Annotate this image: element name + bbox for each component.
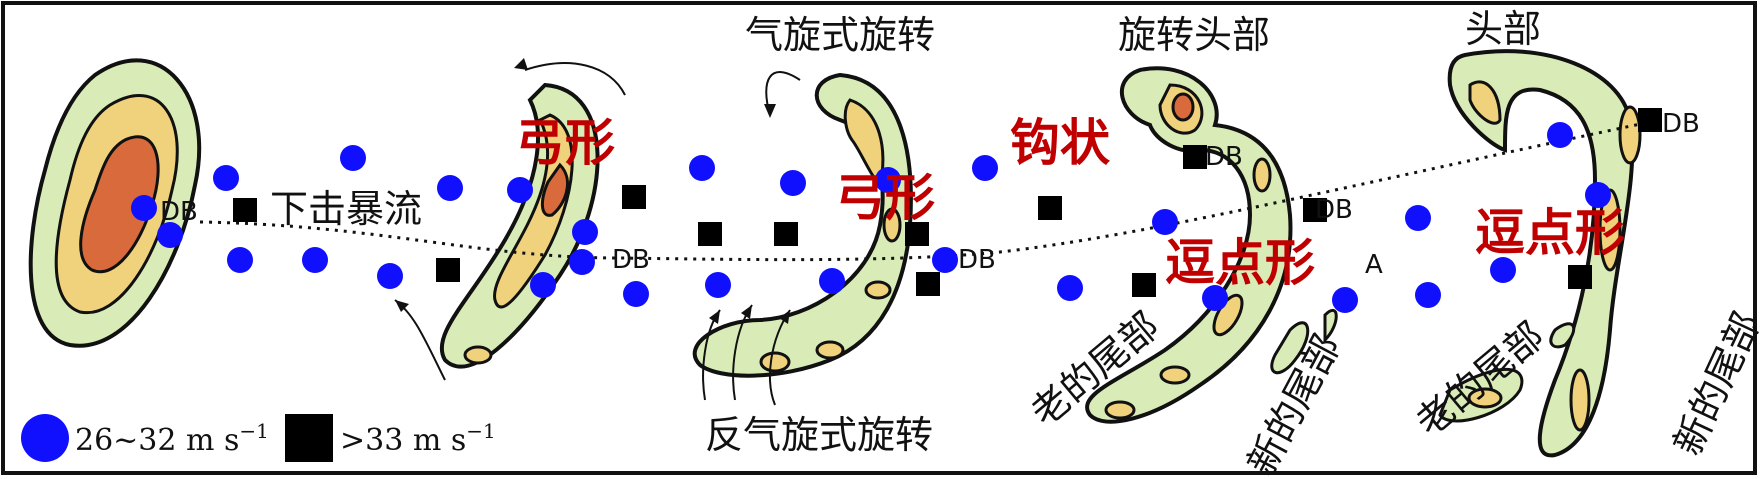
wind-dot <box>437 175 463 201</box>
wind-dot <box>302 247 328 273</box>
wind-dot <box>1547 122 1573 148</box>
wind-dot <box>131 195 157 221</box>
head-label: 头部 <box>1465 7 1541 51</box>
wind-square <box>916 272 940 296</box>
wind-dot <box>157 222 183 248</box>
wind-square <box>1132 273 1156 297</box>
wind-dot <box>932 247 958 273</box>
comma-label-2: 逗点形 <box>1475 204 1625 262</box>
legend-dot-icon <box>21 414 69 462</box>
comma-label-1: 逗点形 <box>1165 234 1315 292</box>
a-label: A <box>1365 250 1383 280</box>
db-label: DB <box>958 245 996 275</box>
rotating-head-label: 旋转头部 <box>1118 13 1270 57</box>
wind-dot <box>1332 287 1358 313</box>
wind-dots <box>131 122 1611 313</box>
wind-square <box>622 185 646 209</box>
wind-dot <box>1405 205 1431 231</box>
db-label: DB <box>612 245 650 275</box>
wind-square <box>1183 145 1207 169</box>
hook-label: 钩状 <box>1010 114 1111 172</box>
wind-dot <box>213 165 239 191</box>
wind-dot <box>1490 257 1516 283</box>
anticyclonic-rotation-label: 反气旋式旋转 <box>705 413 933 457</box>
wind-square <box>698 222 722 246</box>
wind-dot <box>507 177 533 203</box>
wind-dot <box>705 272 731 298</box>
wind-square <box>1038 196 1062 220</box>
wind-dot <box>1415 282 1441 308</box>
wind-dot <box>819 268 845 294</box>
echo-stage-1 <box>28 58 202 348</box>
echo-stage-5 <box>1438 49 1642 458</box>
wind-square <box>1568 265 1592 289</box>
echo-stage-3 <box>692 71 913 406</box>
wind-dot <box>227 247 253 273</box>
db-label: DB <box>160 197 198 227</box>
wind-square <box>774 222 798 246</box>
wind-square <box>905 222 929 246</box>
db-label: DB <box>1662 109 1700 139</box>
wind-dot <box>530 272 556 298</box>
wind-square <box>1638 108 1662 132</box>
cyclonic-rotation-label: 气旋式旋转 <box>745 13 935 57</box>
legend: 26~32 m s−1 >33 m s−1 <box>21 414 496 462</box>
wind-dot <box>875 167 901 193</box>
legend-dot-label: 26~32 m s−1 <box>75 419 269 458</box>
wind-dot <box>623 281 649 307</box>
wind-square <box>1303 198 1327 222</box>
legend-square-icon <box>285 414 333 462</box>
bow-label-1: 弓形 <box>515 114 615 172</box>
db-label: DB <box>1315 195 1353 225</box>
wind-dot <box>569 249 595 275</box>
wind-dot <box>340 145 366 171</box>
wind-square <box>436 258 460 282</box>
wind-dot <box>972 155 998 181</box>
downburst-label: 下击暴流 <box>270 187 422 231</box>
wind-square <box>233 198 257 222</box>
legend-square-label: >33 m s−1 <box>340 419 496 458</box>
wind-dot <box>1585 182 1611 208</box>
wind-dot <box>689 155 715 181</box>
wind-dot <box>780 170 806 196</box>
wind-dot <box>377 263 403 289</box>
wind-dot <box>1057 275 1083 301</box>
wind-dot <box>572 219 598 245</box>
wind-squares <box>233 108 1662 297</box>
wind-dot <box>1152 209 1178 235</box>
db-label: DB <box>1205 142 1243 172</box>
bow-label-2: 弓形 <box>835 169 935 227</box>
wind-dot <box>1202 285 1228 311</box>
